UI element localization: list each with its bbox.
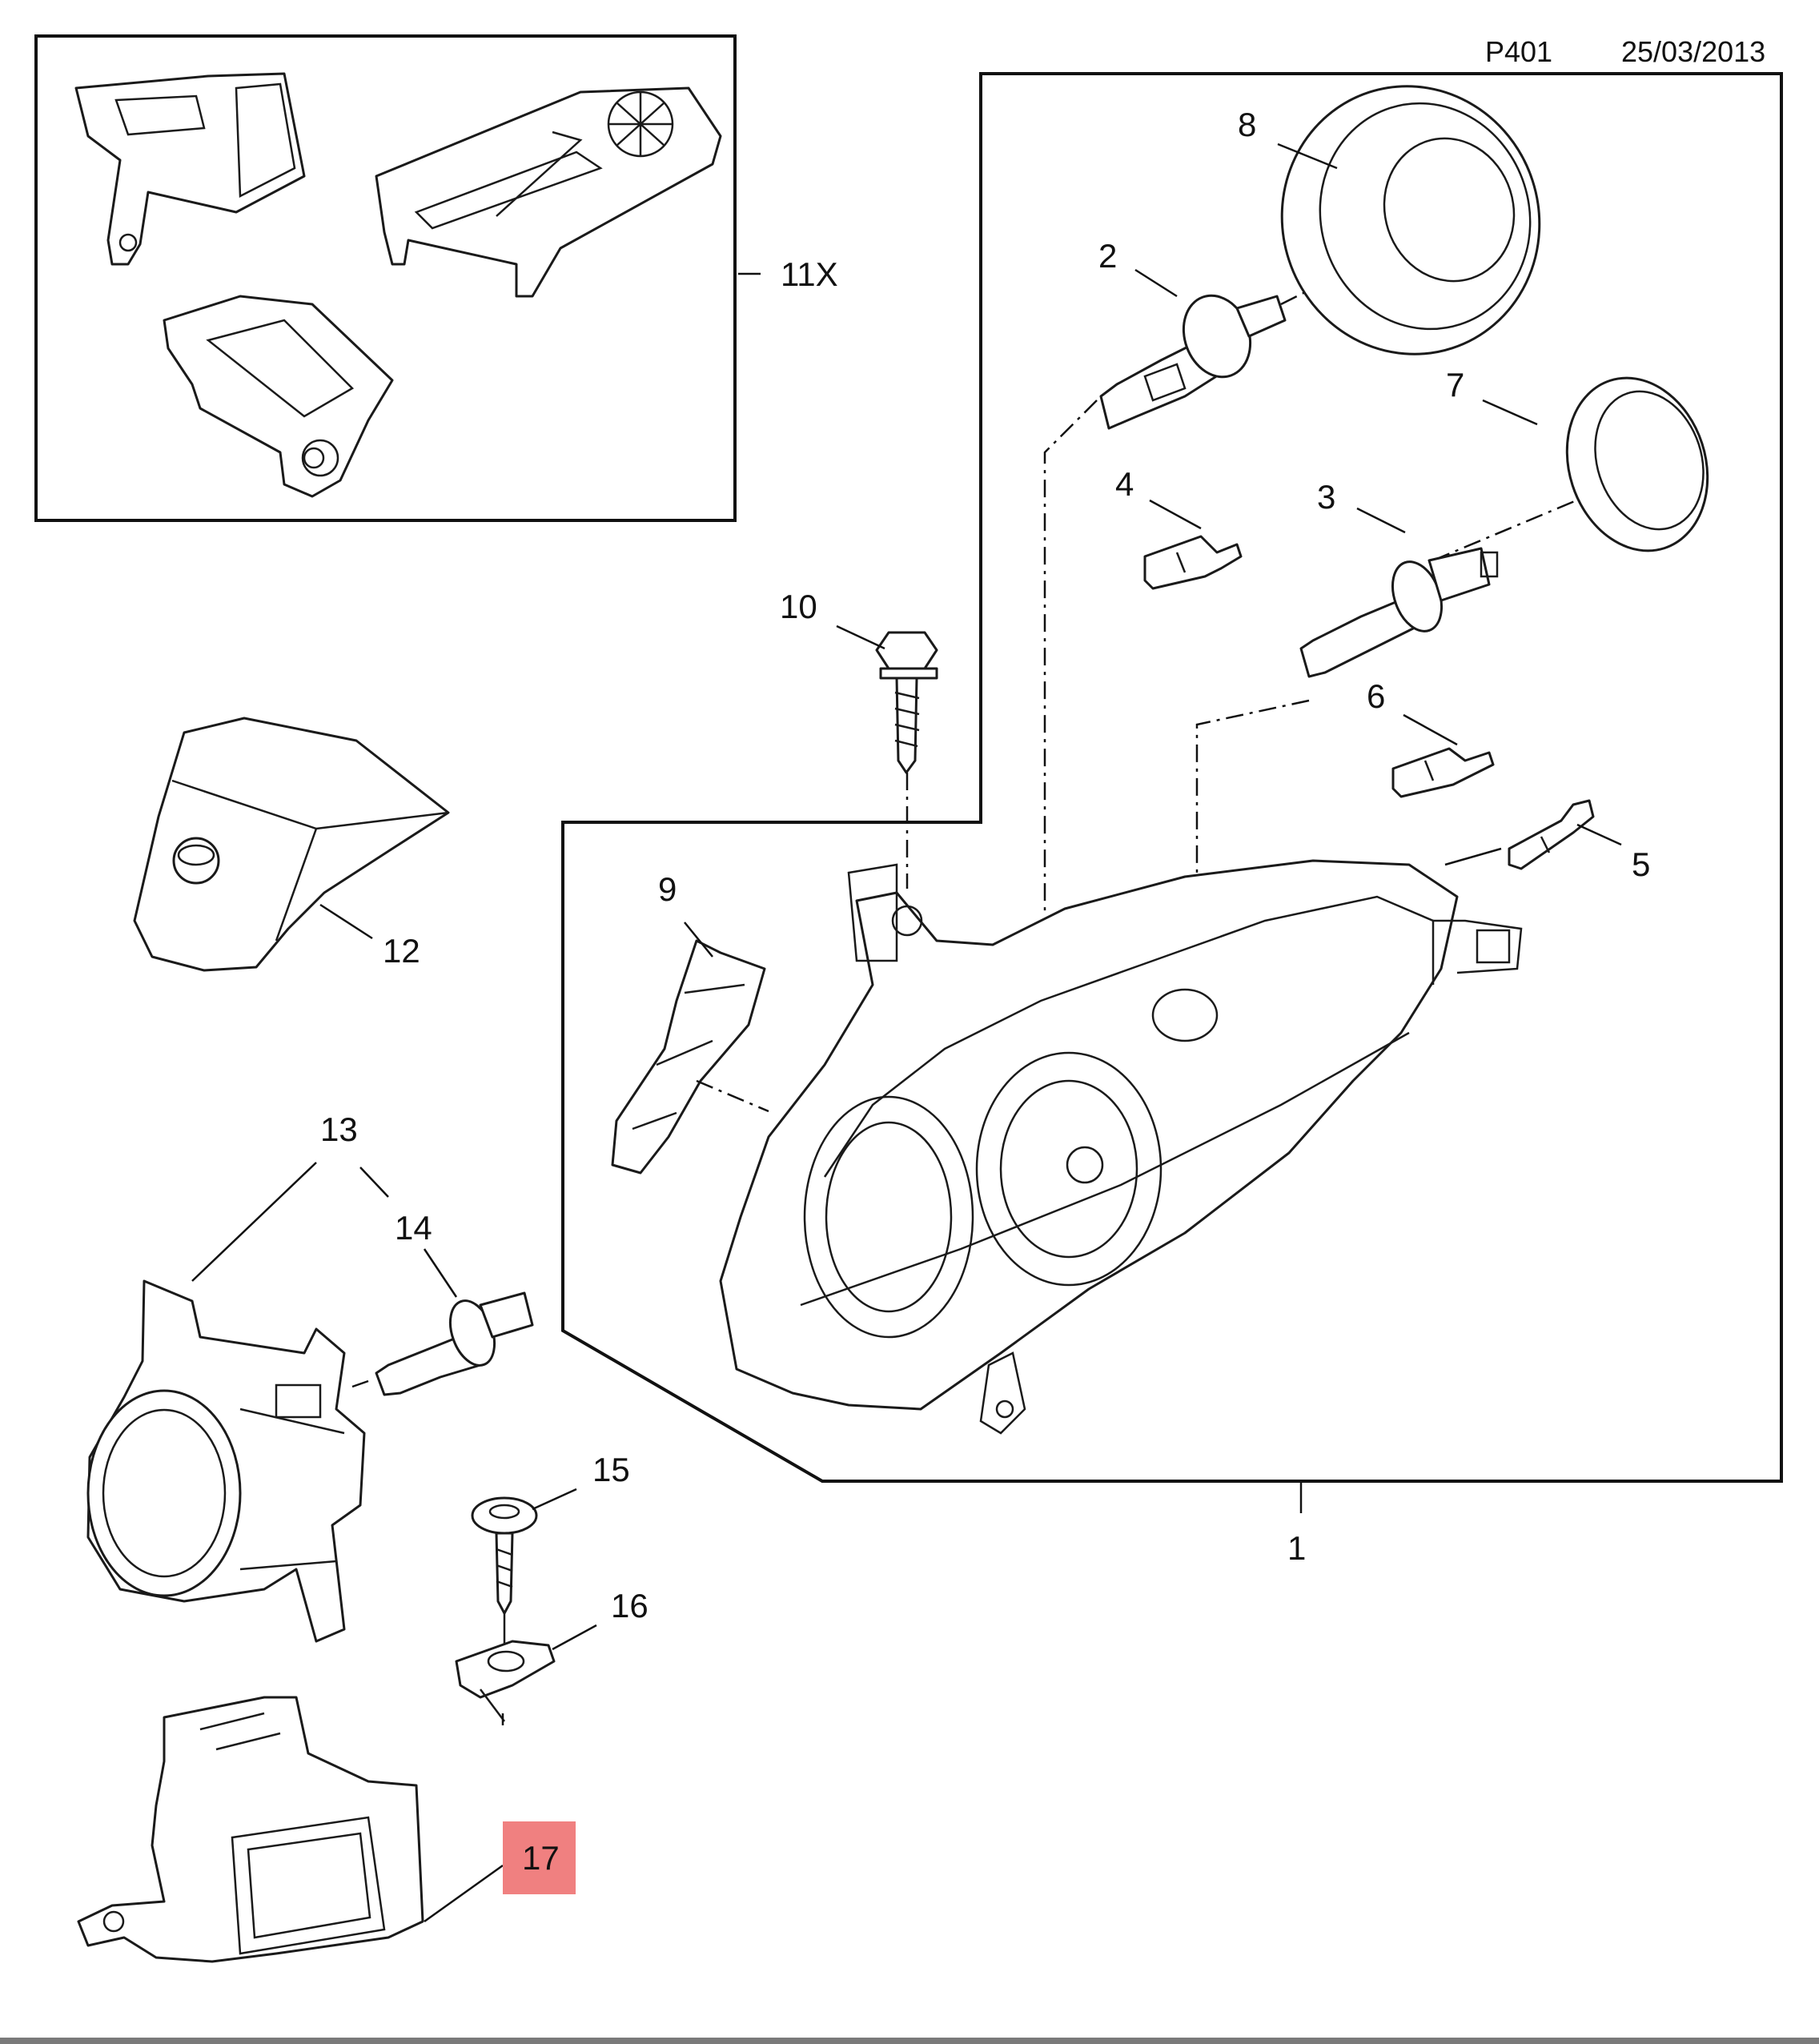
clip-nut-part-16 xyxy=(455,1640,556,1722)
callout-15: 15 xyxy=(592,1451,630,1488)
leader-13-b xyxy=(359,1167,389,1198)
callout-10: 10 xyxy=(780,588,817,625)
callout-13: 13 xyxy=(320,1110,358,1148)
headlamp-assembly-frame xyxy=(561,72,1783,1483)
leader-4 xyxy=(1149,499,1202,530)
bulb-2-guide-line xyxy=(1043,400,1098,913)
callout-16: 16 xyxy=(611,1587,648,1624)
leader-17 xyxy=(424,1864,504,1923)
leader-14 xyxy=(423,1248,458,1298)
screw-part-10 xyxy=(875,631,938,774)
fog-lamp-bracket-part-17 xyxy=(77,1696,424,1963)
bulb-part-14 xyxy=(375,1291,534,1396)
bulb-14-guide-line xyxy=(351,1379,369,1388)
callout-11x: 11X xyxy=(781,255,838,293)
bracket-part-c xyxy=(163,295,394,498)
callout-3: 3 xyxy=(1317,478,1335,516)
callout-14: 14 xyxy=(395,1209,432,1247)
leader-3 xyxy=(1356,507,1406,534)
cap-7-guide-line xyxy=(1432,487,1606,562)
leader-8 xyxy=(1277,143,1338,170)
callout-17-highlight[interactable] xyxy=(503,1821,576,1894)
callout-4: 4 xyxy=(1115,465,1134,503)
cap-part-7 xyxy=(1565,376,1709,552)
leader-9 xyxy=(684,922,713,958)
bulb-part-2 xyxy=(1099,294,1287,430)
clip-9-guide-line xyxy=(696,1079,769,1113)
leader-2 xyxy=(1134,268,1178,298)
cap-part-8 xyxy=(1280,85,1541,355)
callout-1: 1 xyxy=(1287,1529,1306,1567)
leader-16 xyxy=(552,1624,597,1651)
bulb-5-guide-line xyxy=(1444,847,1502,866)
callout-17[interactable]: 17 xyxy=(522,1839,560,1877)
callout-8: 8 xyxy=(1238,106,1256,143)
bulb-part-6 xyxy=(1391,747,1495,798)
callout-5: 5 xyxy=(1632,845,1650,883)
clip-part-9 xyxy=(611,939,766,1175)
page-date: 25/03/2013 xyxy=(1621,35,1765,68)
leader-15 xyxy=(532,1488,577,1511)
cover-cap-part xyxy=(133,717,450,972)
bracket-part-a xyxy=(74,72,306,266)
callout-6: 6 xyxy=(1367,677,1385,715)
callout-7: 7 xyxy=(1446,366,1464,404)
screw-part-15 xyxy=(471,1496,538,1615)
leader-13-a xyxy=(191,1162,317,1282)
bulb-part-5 xyxy=(1508,799,1595,870)
fog-lamp-part-13 xyxy=(86,1279,366,1643)
bulb-part-3 xyxy=(1299,547,1499,678)
bracket-kit-frame xyxy=(34,34,737,522)
leader-10 xyxy=(836,624,885,650)
bulb-part-4 xyxy=(1143,535,1243,590)
bulb-3-guide-line xyxy=(1195,699,1310,877)
leader-7 xyxy=(1482,399,1538,426)
leader-6 xyxy=(1403,713,1458,746)
callout-9: 9 xyxy=(658,870,677,908)
headlamp-assembly xyxy=(719,859,1523,1435)
callout-12: 12 xyxy=(383,932,420,970)
leader-12 xyxy=(319,903,373,940)
leader-5 xyxy=(1576,823,1622,846)
bracket-part-b xyxy=(375,86,722,298)
page-code: P401 xyxy=(1485,35,1552,68)
callout-2: 2 xyxy=(1098,237,1117,275)
bottom-scrollbar-edge xyxy=(0,2038,1819,2044)
